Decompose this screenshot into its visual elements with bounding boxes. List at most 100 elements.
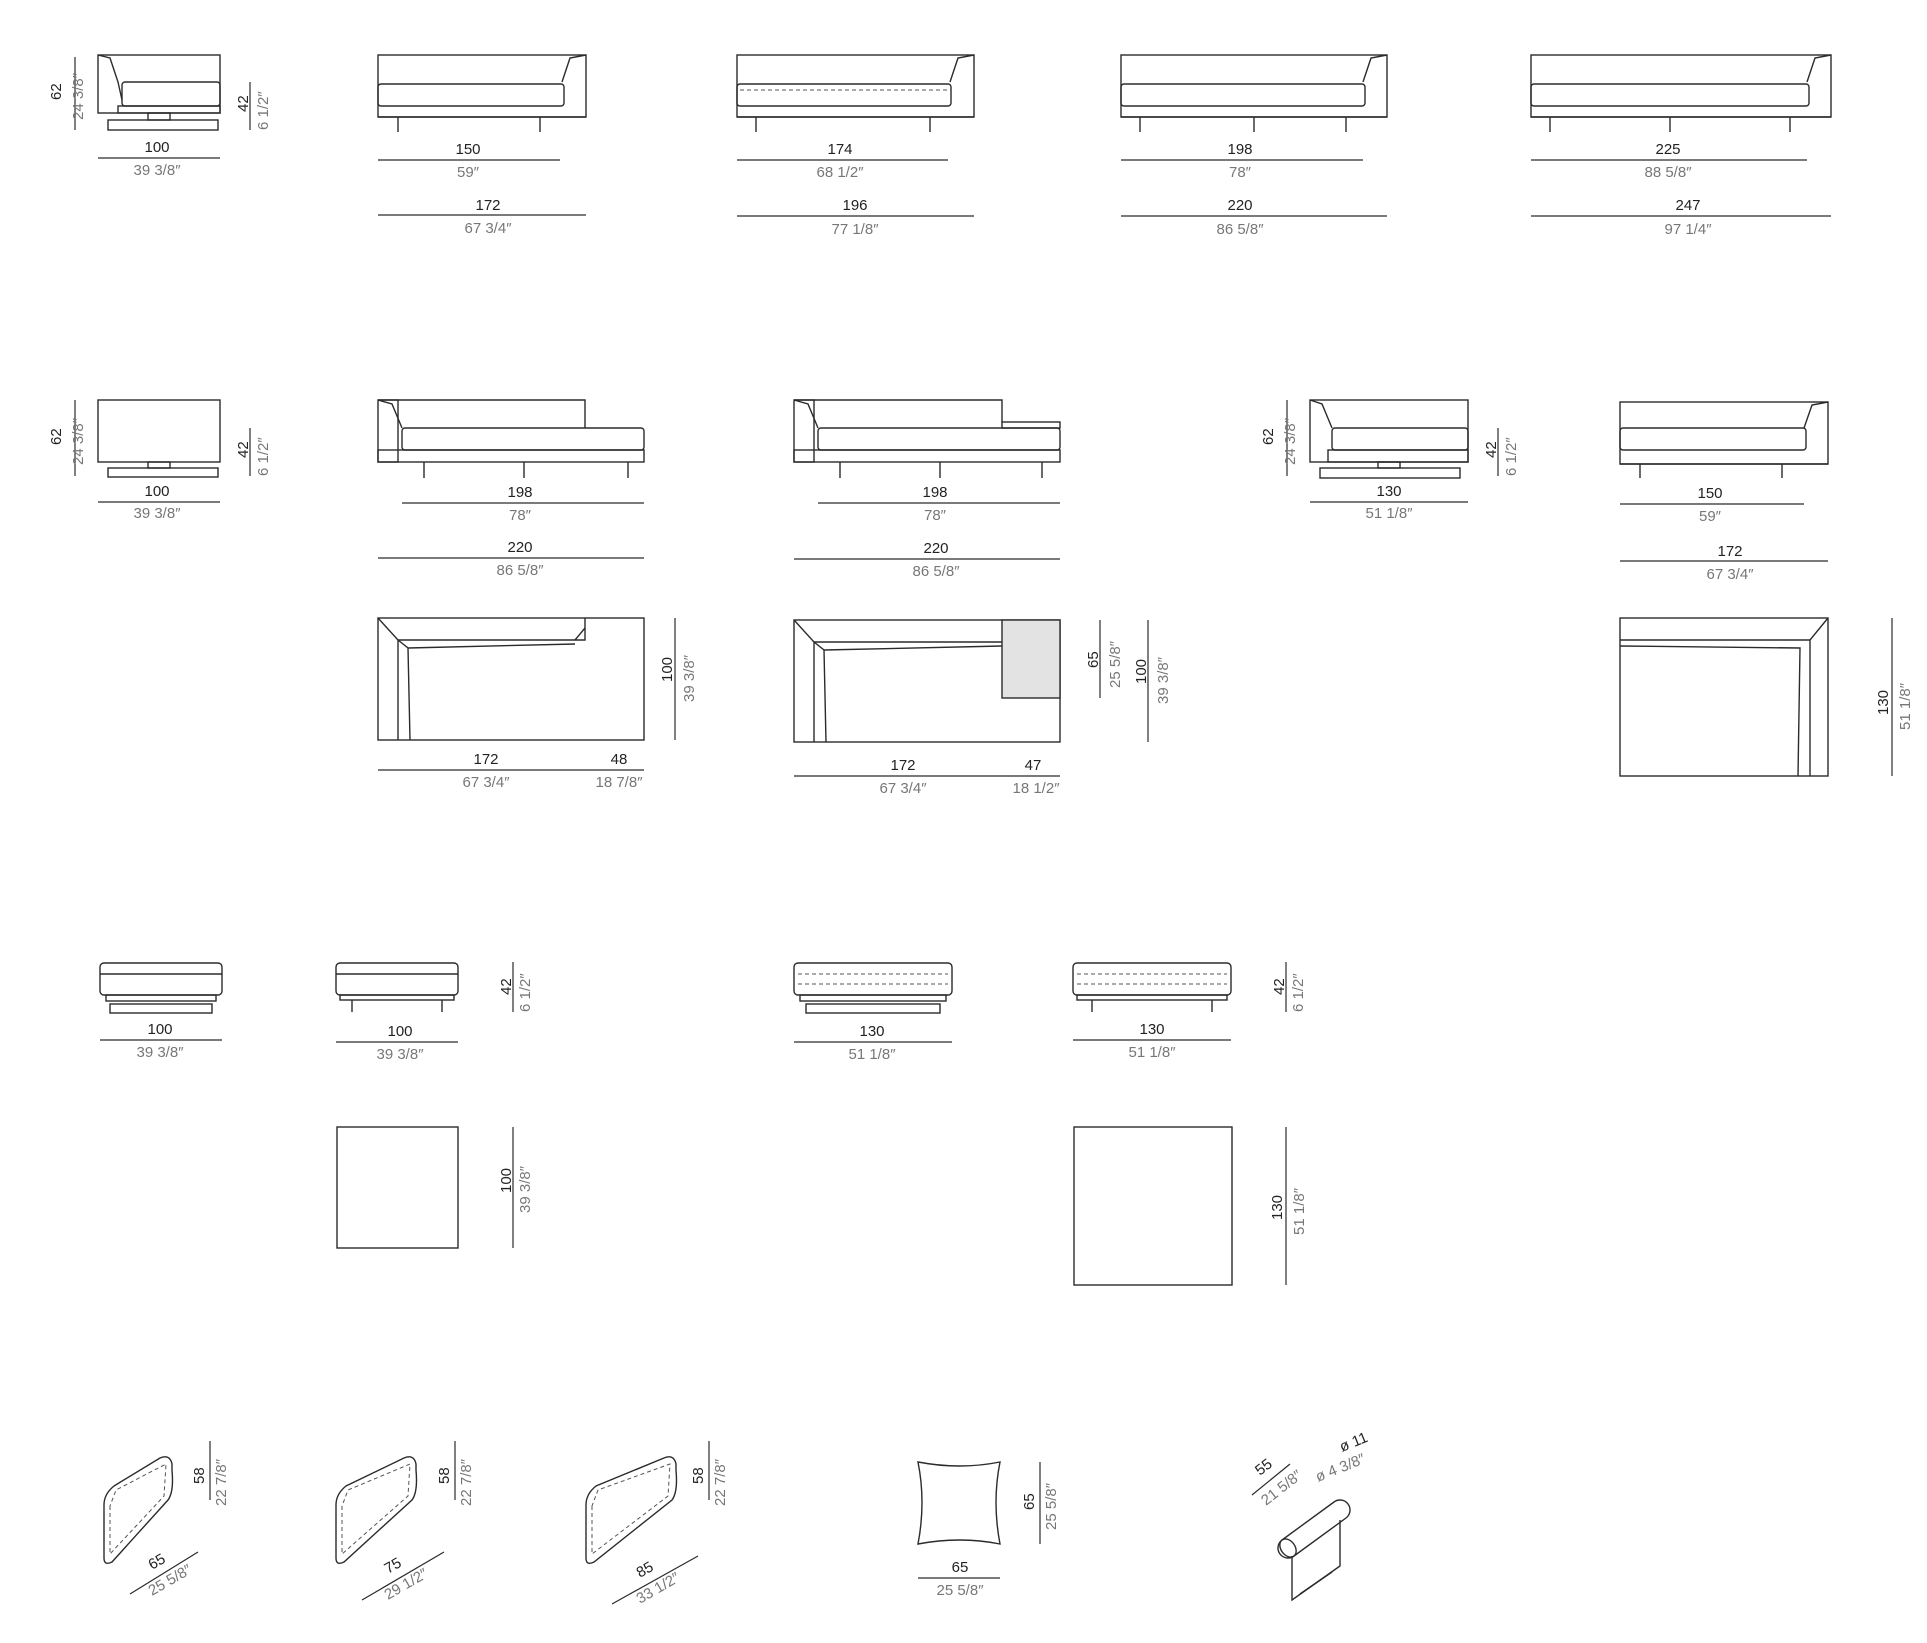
pillow-65-h-in: 25 5/8″ <box>1043 1482 1060 1530</box>
chaise-1-plan <box>377 617 645 741</box>
end-150-seat-cm: 150 <box>1697 485 1722 502</box>
chaise-2-plan-a-in: 67 3/4″ <box>879 780 927 797</box>
armchair-width-dimension: 100 39 3/8″ <box>98 139 220 179</box>
pouf-100a-width-in: 39 3/8″ <box>136 1044 184 1061</box>
sofa-225-dimensions: 225 88 5/8″ 247 97 1/4″ <box>1531 141 1831 238</box>
sofa-150-total-in: 67 3/4″ <box>464 220 512 237</box>
chaise-2-depth-cm: 100 <box>1133 659 1150 684</box>
chaise-2-total-in: 86 5/8″ <box>912 563 960 580</box>
end-unit-150-elevation-dimensions: 150 59″ 172 67 3/4″ <box>1620 485 1828 583</box>
pouf-130a-width-in: 51 1/8″ <box>848 1046 896 1063</box>
bolster-length-cm: 55 <box>1252 1455 1276 1479</box>
bolster-cushion <box>1277 1499 1351 1602</box>
pouf-100-swivel-elevation <box>99 962 223 1014</box>
chaise-1-plan-b-in: 18 7/8″ <box>595 774 643 791</box>
sofa-174-total-cm: 196 <box>842 197 867 214</box>
chaise-1-elevation-dimensions: 198 78″ 220 86 5/8″ <box>378 484 644 579</box>
pouf-130b-depth-cm: 130 <box>1269 1195 1286 1220</box>
back-unit-width-in: 39 3/8″ <box>133 505 181 522</box>
pouf-100-legs-dimensions: 100 39 3/8″ 42 6 1/2″ <box>336 962 534 1063</box>
sofa-198-dimensions: 198 78″ 220 86 5/8″ <box>1121 141 1387 238</box>
back-cushion-75-dimensions: 58 22 7/8″ 75 29 1/2″ <box>361 1441 475 1603</box>
sofa-225-seat-cm: 225 <box>1655 141 1680 158</box>
sofa-174-seat-in: 68 1/2″ <box>816 164 864 181</box>
chaise-1-plan-b-cm: 48 <box>611 751 628 768</box>
end-unit-150-plan-depth: 130 51 1/8″ <box>1875 618 1914 776</box>
sofa-174-elevation <box>736 54 975 132</box>
sofa-198-seat-in: 78″ <box>1229 164 1252 181</box>
pillow-65-w-cm: 65 <box>952 1559 969 1576</box>
back-unit-elevation <box>97 399 221 478</box>
chaise-1-total-cm: 220 <box>507 539 532 556</box>
square-pillow-65-dimensions: 65 25 5/8″ 65 25 5/8″ <box>918 1462 1060 1599</box>
pouf-130b-height-in: 6 1/2″ <box>1290 973 1307 1012</box>
pouf-100b-depth-cm: 100 <box>498 1168 515 1193</box>
sofa-198-total-in: 86 5/8″ <box>1216 221 1264 238</box>
chaise-2-table-cm: 65 <box>1085 651 1102 668</box>
sofa-150-total-cm: 172 <box>475 197 500 214</box>
back-unit-seat-cm: 42 <box>235 441 252 458</box>
chaise-1-seat-cm: 198 <box>507 484 532 501</box>
corner-seat-in: 6 1/2″ <box>1503 437 1520 476</box>
end-unit-150-elevation <box>1619 401 1829 478</box>
corner-unit-elevation <box>1309 399 1469 479</box>
pouf-130b-depth-in: 51 1/8″ <box>1291 1187 1308 1235</box>
chaise-2-elevation <box>793 399 1061 478</box>
armchair-height-cm: 62 <box>48 83 65 100</box>
cushion-85-h-cm: 58 <box>690 1467 707 1484</box>
pouf-100-plan-depth: 100 39 3/8″ <box>498 1127 534 1248</box>
corner-width-in: 51 1/8″ <box>1365 505 1413 522</box>
sofa-198-total-cm: 220 <box>1227 197 1252 214</box>
pouf-130-legs-dimensions: 130 51 1/8″ 42 6 1/2″ <box>1073 962 1307 1061</box>
armchair-elevation <box>97 54 221 131</box>
pouf-130-plan-depth: 130 51 1/8″ <box>1269 1127 1308 1285</box>
armchair-width-cm: 100 <box>144 139 169 156</box>
side-table-top <box>1001 619 1061 699</box>
back-cushion-85 <box>585 1456 678 1565</box>
pouf-130b-width-cm: 130 <box>1139 1021 1164 1038</box>
chaise-2-depth-in: 39 3/8″ <box>1155 656 1172 704</box>
cushion-65-h-cm: 58 <box>191 1467 208 1484</box>
chaise-2-plan-dimensions: 172 67 3/4″ 47 18 1/2″ 65 25 5/8″ 100 39… <box>794 620 1172 797</box>
sofa-198-seat-cm: 198 <box>1227 141 1252 158</box>
pillow-65-w-in: 25 5/8″ <box>936 1582 984 1599</box>
chaise-1-total-in: 86 5/8″ <box>496 562 544 579</box>
pillow-65-h-cm: 65 <box>1021 1493 1038 1510</box>
sofa-150-dimensions: 150 59″ 172 67 3/4″ <box>378 141 586 237</box>
end-150-total-in: 67 3/4″ <box>1706 566 1754 583</box>
chaise-1-depth-cm: 100 <box>659 657 676 682</box>
corner-seat-cm: 42 <box>1483 441 1500 458</box>
sofa-225-elevation <box>1530 54 1832 132</box>
pouf-130b-width-in: 51 1/8″ <box>1128 1044 1176 1061</box>
end-150-depth-in: 51 1/8″ <box>1897 682 1914 730</box>
corner-unit-dimensions: 62 24 3/8″ 42 6 1/2″ 130 51 1/8″ <box>1260 400 1520 522</box>
pouf-100b-depth-in: 39 3/8″ <box>517 1165 534 1213</box>
chaise-1-plan-dimensions: 172 67 3/4″ 48 18 7/8″ 100 39 3/8″ <box>378 618 698 791</box>
armchair-seat-in: 6 1/2″ <box>255 91 272 130</box>
chaise-2-elevation-dimensions: 198 78″ 220 86 5/8″ <box>794 484 1060 580</box>
chaise-2-plan <box>793 619 1061 743</box>
corner-height-cm: 62 <box>1260 428 1277 445</box>
bolster-diameter-in: ø 4 3/8″ <box>1313 1450 1368 1486</box>
cushion-75-w-cm: 75 <box>382 1554 405 1577</box>
pouf-100-plan <box>336 1126 459 1249</box>
back-unit-width-cm: 100 <box>144 483 169 500</box>
sofa-174-total-in: 77 1/8″ <box>831 221 879 238</box>
pouf-100a-width-cm: 100 <box>147 1021 172 1038</box>
chaise-2-total-cm: 220 <box>923 540 948 557</box>
cushion-85-h-in: 22 7/8″ <box>712 1458 729 1506</box>
sofa-174-seat-cm: 174 <box>827 141 852 158</box>
pouf-130-plan <box>1073 1126 1233 1286</box>
back-cushion-75 <box>335 1456 418 1565</box>
cushion-85-w-cm: 85 <box>634 1558 657 1581</box>
chaise-2-table-in: 25 5/8″ <box>1107 640 1124 688</box>
armchair-seat-cm: 42 <box>235 95 252 112</box>
chaise-1-elevation <box>377 399 645 478</box>
pouf-100b-width-in: 39 3/8″ <box>376 1046 424 1063</box>
pouf-100b-width-cm: 100 <box>387 1023 412 1040</box>
armchair-width-in: 39 3/8″ <box>133 162 181 179</box>
pouf-100b-height-in: 6 1/2″ <box>517 973 534 1012</box>
chaise-2-seat-cm: 198 <box>922 484 947 501</box>
pouf-100-legs-elevation <box>335 962 459 1012</box>
back-unit-height-in: 24 3/8″ <box>70 417 87 465</box>
